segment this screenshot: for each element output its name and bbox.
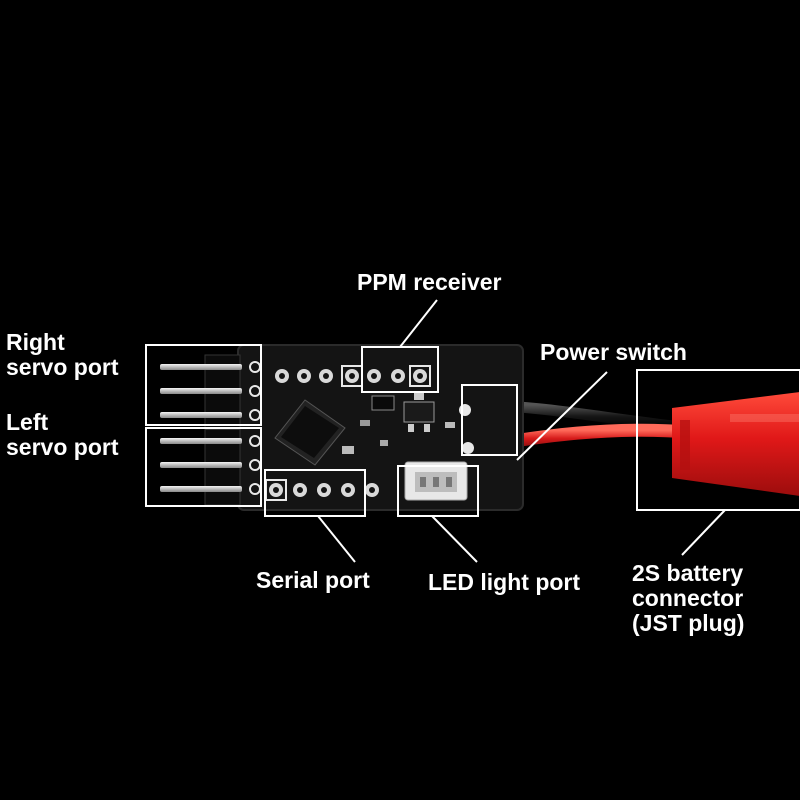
led-light-port-label: LED light port <box>428 569 581 595</box>
pcb-board <box>160 344 524 511</box>
led-callout-box <box>397 465 479 517</box>
left-servo-port-line2: servo port <box>6 434 119 460</box>
mcu-chip <box>274 399 346 466</box>
callout-lines <box>145 299 800 563</box>
right-servo-port-label: Right servo port <box>6 330 118 380</box>
battery-connector-line2: connector <box>632 585 744 611</box>
power-switch-callout-box <box>461 384 518 456</box>
right-servo-port-line1: Right <box>6 329 65 355</box>
serial-port-label: Serial port <box>256 567 370 593</box>
left-servo-callout-box <box>145 427 262 507</box>
led-socket <box>404 461 468 501</box>
ppm-receiver-label: PPM receiver <box>357 269 502 295</box>
battery-connector-line3: (JST plug) <box>632 610 745 636</box>
battery-connector-line1: 2S battery <box>632 560 744 586</box>
serial-callout-box <box>264 469 366 517</box>
power-switch-label: Power switch <box>540 339 687 365</box>
battery-callout-box <box>636 369 800 511</box>
left-servo-port-line1: Left <box>6 409 49 435</box>
jst-plug <box>672 392 800 496</box>
battery-connector-label: 2S battery connector (JST plug) <box>632 561 744 636</box>
right-servo-port-line2: servo port <box>6 354 119 380</box>
right-servo-callout-box <box>145 344 262 426</box>
smd-components <box>342 392 474 454</box>
servo-pin-headers <box>160 354 242 506</box>
left-servo-port-label: Left servo port <box>6 410 118 460</box>
